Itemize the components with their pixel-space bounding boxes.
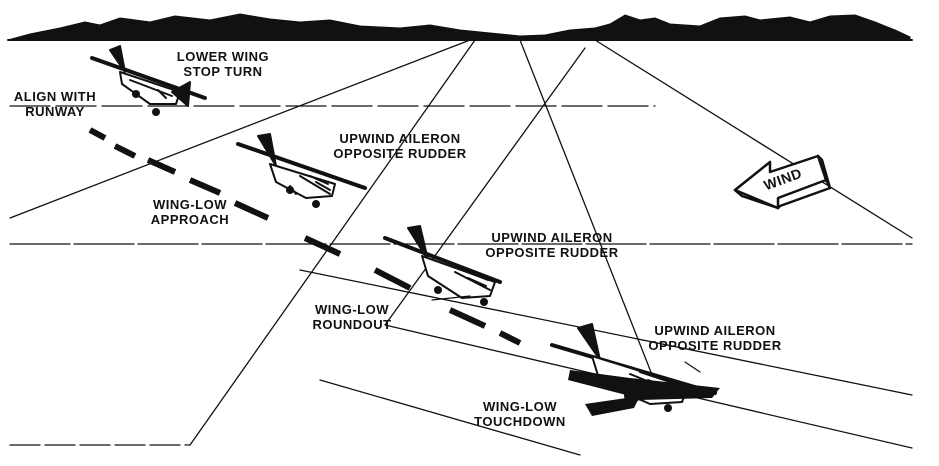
label-wing-low-approach: WING-LOW APPROACH	[150, 197, 230, 227]
horizon-mountains	[7, 13, 911, 41]
airplane-touchdown-icon	[550, 323, 720, 416]
airplane-roundout-icon	[383, 225, 502, 306]
label-wing-low-roundout: WING-LOW ROUNDOUT	[312, 302, 392, 332]
label-upwind-aileron-2: UPWIND AILERON OPPOSITE RUDDER	[485, 230, 619, 260]
runway-centerline	[88, 127, 522, 346]
label-upwind-aileron-3: UPWIND AILERON OPPOSITE RUDDER	[648, 323, 782, 353]
perspective-line	[189, 39, 476, 446]
label-lower-wing-stop-turn: LOWER WING STOP TURN	[176, 49, 270, 79]
perspective-line	[9, 39, 471, 219]
perspective-line	[319, 379, 581, 456]
label-align-with-runway: ALIGN WITH RUNWAY	[13, 89, 97, 119]
airplane-lower-wing-icon	[90, 45, 207, 116]
wind-arrow-icon	[733, 154, 832, 210]
perspective-line	[519, 39, 661, 396]
label-wing-low-touchdown: WING-LOW TOUCHDOWN	[474, 399, 566, 429]
perspective-line	[384, 47, 586, 326]
airplane-shadow	[568, 370, 720, 414]
perspective-line	[299, 269, 913, 396]
airplane-approach-icon	[236, 133, 367, 208]
label-upwind-aileron-1: UPWIND AILERON OPPOSITE RUDDER	[333, 131, 467, 161]
perspective-line	[594, 39, 913, 239]
